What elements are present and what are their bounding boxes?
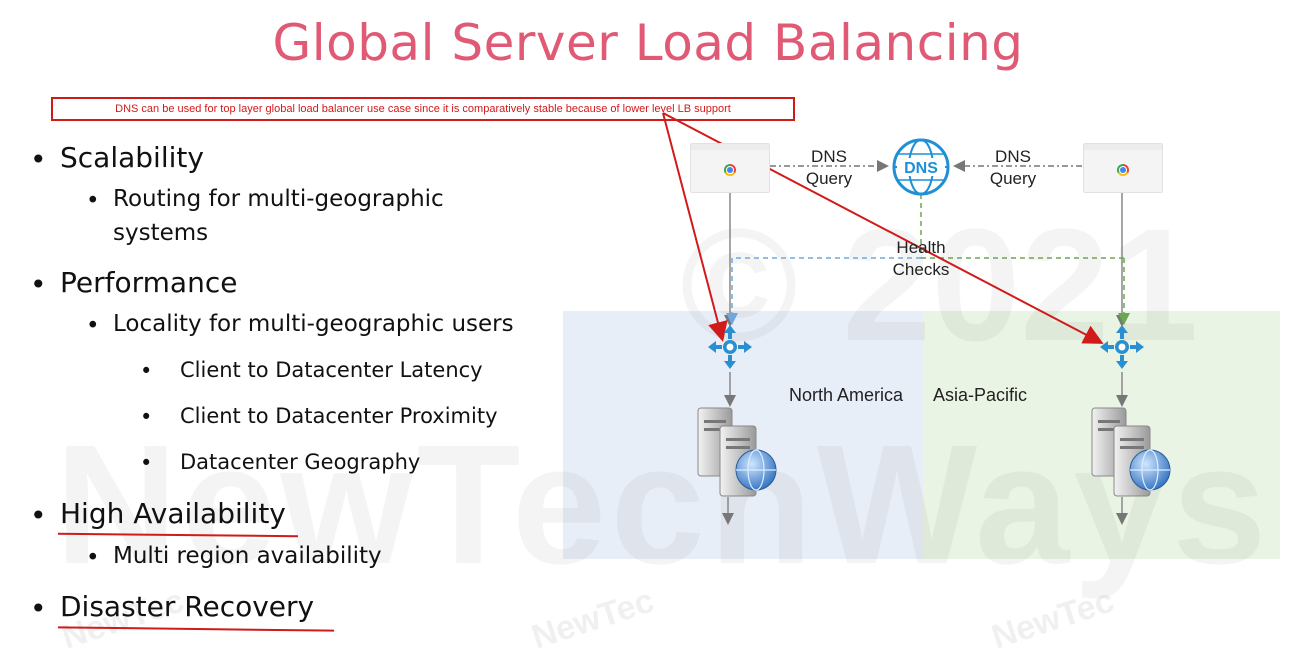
annotation-callout: DNS can be used for top layer global loa…	[51, 97, 795, 121]
bullet-dot: •	[86, 313, 100, 339]
bullet-high-availability: High Availability	[60, 497, 286, 530]
label-line: DNS	[995, 147, 1031, 166]
bullet-routing-cont: systems	[113, 220, 209, 246]
bullet-dot: •	[30, 268, 47, 301]
dns-globe-icon: DNS	[892, 138, 950, 196]
bullet-proximity: Client to Datacenter Proximity	[180, 404, 498, 428]
load-balancer-icon-left	[708, 325, 752, 369]
bullet-dot: •	[86, 545, 100, 571]
dns-query-label-right: DNS Query	[977, 146, 1049, 190]
bullet-dot: •	[30, 499, 47, 532]
dns-query-label-left: DNS Query	[793, 146, 865, 190]
web-server-icon-left	[697, 407, 777, 497]
bullet-dot: •	[140, 405, 153, 429]
chrome-icon	[1117, 164, 1129, 176]
bullet-locality: Locality for multi-geographic users	[113, 311, 514, 337]
watermark-brand: NewTechWays	[55, 420, 1271, 590]
bullet-geography: Datacenter Geography	[180, 450, 421, 474]
load-balancer-icon-right	[1100, 325, 1144, 369]
label-line: Health	[896, 238, 946, 257]
region-label-asia-pacific: Asia-Pacific	[932, 385, 1028, 405]
client-browser-right	[1083, 143, 1163, 193]
region-label-north-america: North America	[788, 385, 904, 405]
web-server-icon-right	[1091, 407, 1171, 497]
client-browser-left	[690, 143, 770, 193]
annotation-text: DNS can be used for top layer global loa…	[115, 103, 731, 115]
bullet-latency: Client to Datacenter Latency	[180, 358, 483, 382]
bullet-multi-region: Multi region availability	[113, 543, 382, 569]
bullet-routing: Routing for multi-geographic	[113, 186, 444, 212]
watermark-year: © 2021	[680, 205, 1198, 365]
health-checks-label: Health Checks	[880, 237, 962, 281]
annotation-arrow	[662, 112, 728, 342]
bullet-dot: •	[140, 359, 153, 383]
slide-title: Global Server Load Balancing	[272, 14, 1024, 72]
bullet-dot: •	[30, 143, 47, 176]
label-line: DNS	[811, 147, 847, 166]
bullet-dot: •	[86, 188, 100, 214]
bullet-disaster-recovery: Disaster Recovery	[60, 590, 315, 623]
bullet-performance: Performance	[60, 266, 238, 299]
bullet-dot: •	[140, 451, 153, 475]
dns-icon-text: DNS	[904, 160, 938, 177]
bullet-dot: •	[30, 592, 47, 625]
label-line: Query	[989, 169, 1037, 188]
chrome-icon	[724, 164, 736, 176]
label-line: Checks	[892, 260, 950, 279]
label-line: Query	[805, 169, 853, 188]
bullet-scalability: Scalability	[60, 141, 204, 174]
